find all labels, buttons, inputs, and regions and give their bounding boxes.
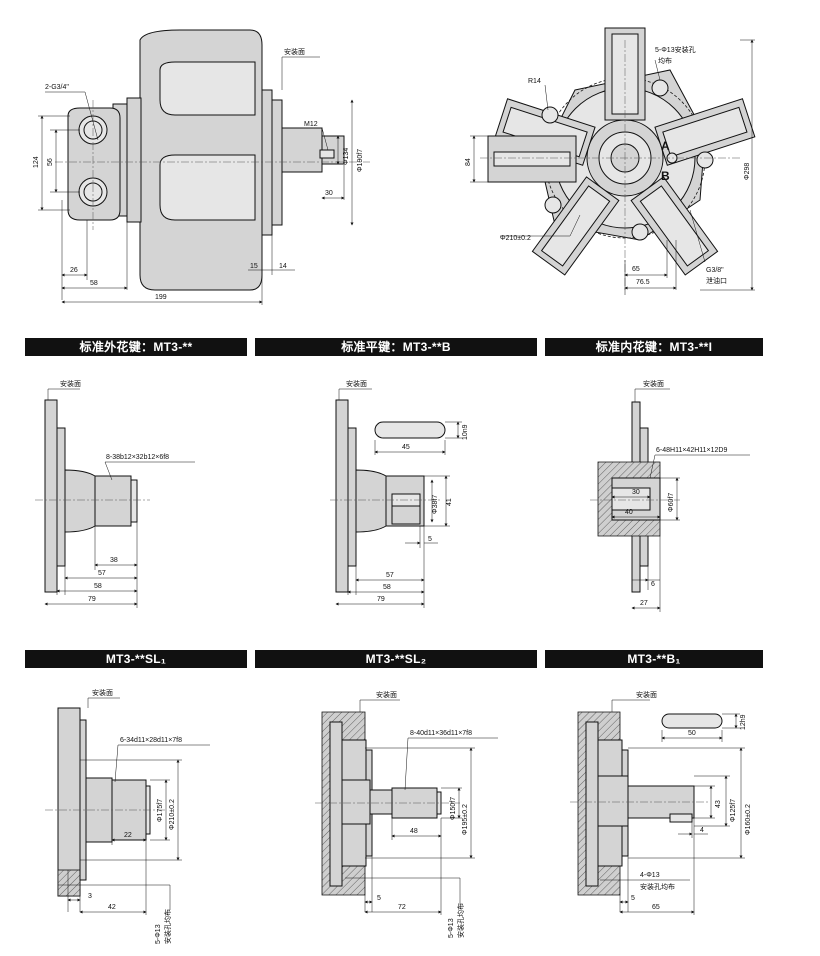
dim-5: 5 [377, 895, 381, 902]
dim-175f7: Φ175f7 [157, 799, 164, 822]
detail-inner-spline: 安装面 6-48H11×42H11×12D9 30 40 Φ60f7 6 27 [590, 379, 750, 612]
label-drain-port: 泄油口 [706, 276, 727, 285]
dim-160: Φ160±0.2 [745, 804, 752, 835]
label-mount-face: 安装面 [643, 379, 664, 388]
dim-210: Φ210±0.2 [169, 799, 176, 830]
dim-42: 42 [108, 904, 116, 911]
dim-60f7: Φ60f7 [668, 493, 675, 512]
label-spline: 8-40d11×36d11×7f8 [410, 730, 472, 737]
dim-phi190f7: Φ190f7 [357, 149, 364, 172]
label-holes: 5-Φ13 [448, 918, 455, 938]
dim-26: 26 [70, 267, 78, 274]
dim-57: 57 [98, 570, 106, 577]
dim-65: 65 [652, 904, 660, 911]
dim-72: 72 [398, 904, 406, 911]
label-drain: G3/8" [706, 267, 724, 274]
dim-30: 30 [325, 190, 333, 197]
label-holes: 4-Φ13 [640, 872, 660, 879]
dim-41: 41 [446, 498, 453, 506]
dim-5: 5 [631, 895, 635, 902]
dim-199: 199 [155, 294, 167, 301]
dim-phi134: Φ134 [343, 148, 350, 165]
banner-mt3-sl2: MT3-**SL₂ [255, 650, 537, 668]
dim-195: Φ195±0.2 [462, 804, 469, 835]
dim-5: 5 [428, 536, 432, 543]
port-b-label: B [661, 169, 670, 183]
dim-15: 15 [250, 263, 258, 270]
dim-6: 6 [651, 581, 655, 588]
label-r14: R14 [528, 78, 541, 85]
label-mount-face: 安装面 [284, 47, 305, 56]
dim-3: 3 [88, 893, 92, 900]
dim-65: 65 [632, 266, 640, 273]
motor-side-view: 安装面 2-G3/4" M12 124 56 Φ134 Φ190f7 30 26… [33, 29, 370, 305]
dim-79: 79 [377, 596, 385, 603]
dim-125f7: Φ125f7 [730, 799, 737, 822]
label-spline: 6-34d11×28d11×7f8 [120, 737, 182, 744]
dim-48: 48 [410, 828, 418, 835]
dim-84: 84 [465, 158, 472, 166]
dim-22: 22 [124, 832, 132, 839]
label-holes-even: 安装孔均布 [163, 909, 172, 944]
dim-45: 45 [402, 444, 410, 451]
label-spline: 6-48H11×42H11×12D9 [656, 447, 727, 454]
dim-765: 76.5 [636, 279, 650, 286]
label-mount-face: 安装面 [60, 379, 81, 388]
label-mount-face: 安装面 [376, 690, 397, 699]
banner-mt3-sl1: MT3-**SL₁ [25, 650, 247, 668]
label-port: 2-G3/4" [45, 84, 69, 91]
dim-27: 27 [640, 600, 648, 607]
dim-30: 30 [632, 489, 640, 496]
detail-b1: 安装面 50 12h9 43 Φ125f7 Φ160±0.2 4 4-Φ13 安… [570, 690, 752, 915]
dim-4: 4 [700, 827, 704, 834]
label-holes-even: 安装孔均布 [456, 903, 465, 938]
detail-sl2: 安装面 8-40d11×36d11×7f8 48 Φ150f7 Φ195±0.2… [315, 690, 498, 938]
dim-57: 57 [386, 572, 394, 579]
dim-14: 14 [279, 263, 287, 270]
dim-38f7: Φ38f7 [432, 495, 439, 514]
label-thread: M12 [304, 121, 318, 128]
dim-79: 79 [88, 596, 96, 603]
dim-124: 124 [33, 156, 40, 168]
detail-flat-key: 安装面 45 10n9 Φ38f7 41 5 57 58 79 [330, 379, 469, 608]
dim-43: 43 [715, 800, 722, 808]
label-holes: 5-Φ13 [155, 924, 162, 944]
label-mount-face: 安装面 [92, 688, 113, 697]
label-holes: 5-Φ13安装孔 [655, 45, 696, 54]
label-spline: 8-38b12×32b12×6f8 [106, 454, 169, 461]
label-mount-face: 安装面 [636, 690, 657, 699]
label-holes-even: 均布 [658, 56, 672, 65]
banner-mt3-b1: MT3-**B₁ [545, 650, 763, 668]
dim-pcd210: Φ210±0.2 [500, 235, 531, 242]
dim-phi298: Φ298 [744, 163, 751, 180]
dim-58: 58 [90, 280, 98, 287]
dim-10n9: 10n9 [462, 424, 469, 440]
banner-mt3-flat-key: 标准平键：MT3-**B [255, 338, 537, 356]
dim-58: 58 [94, 583, 102, 590]
dim-38: 38 [110, 557, 118, 564]
dim-150f7: Φ150f7 [450, 797, 457, 820]
detail-outer-spline: 安装面 8-38b12×32b12×6f8 38 57 58 79 [35, 379, 195, 608]
dim-56: 56 [47, 158, 54, 166]
dim-50: 50 [688, 730, 696, 737]
port-a-label: A [661, 139, 670, 153]
banner-mt3-inner-spline: 标准内花键：MT3-**I [545, 338, 763, 356]
label-mount-face: 安装面 [346, 379, 367, 388]
banner-mt3-outer-spline: 标准外花键：MT3-** [25, 338, 247, 356]
motor-front-view: 5-Φ13安装孔 均布 R14 A B 84 Φ210±0.2 Φ298 65 … [465, 27, 756, 295]
label-holes-even: 安装孔均布 [640, 882, 675, 891]
dim-12h9: 12h9 [740, 714, 747, 730]
dim-40: 40 [625, 509, 633, 516]
detail-sl1: 安装面 6-34d11×28d11×7f8 22 Φ175f7 Φ210±0.2… [45, 688, 210, 944]
dim-58: 58 [383, 584, 391, 591]
